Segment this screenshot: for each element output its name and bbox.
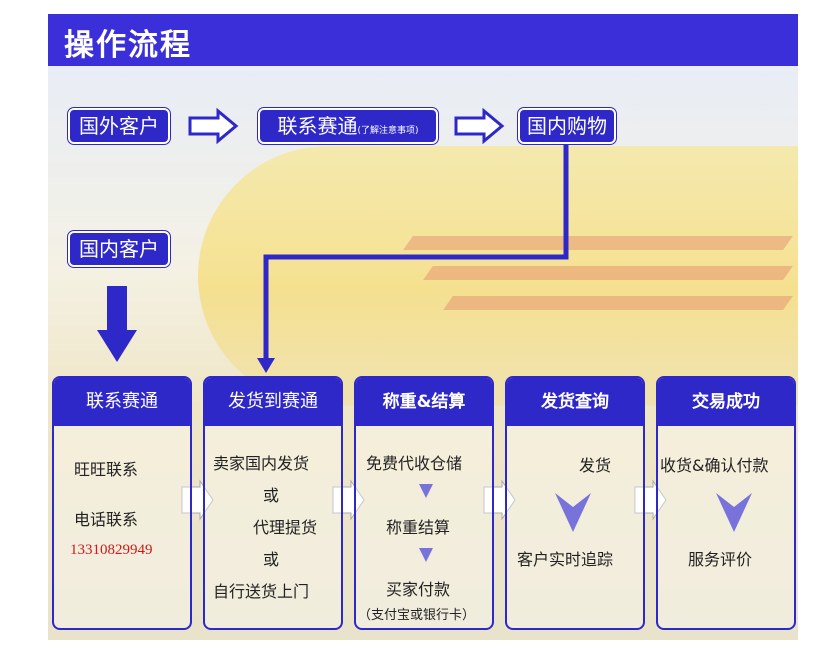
tracking-text: 客户实时追踪 (517, 550, 614, 569)
storage-text: 免费代收仓储 (366, 454, 463, 473)
contact-saitong-label: 联系赛通 (277, 114, 358, 138)
airplane-illustration (198, 146, 798, 406)
ship-text: 发货 (579, 456, 612, 475)
step-arrow-icon (483, 479, 516, 521)
step-arrow-icon (332, 479, 365, 521)
connector-line (263, 142, 569, 362)
panel-query: 发货查询 发货 客户实时追踪 (505, 376, 645, 630)
domestic-shopping-pill: 国内购物 (518, 108, 616, 144)
foreign-customer-label: 国外客户 (79, 114, 159, 138)
panel-title: 交易成功 (658, 378, 794, 426)
ship-option: 卖家国内发货 (213, 454, 310, 473)
or-text: 或 (263, 486, 280, 505)
domestic-shopping-label: 国内购物 (527, 114, 607, 138)
panel-title: 发货查询 (507, 378, 643, 426)
background-photo (48, 66, 798, 640)
title-bar: 操作流程 (48, 14, 798, 66)
step-arrow-icon (634, 479, 667, 521)
contact-note: (了解注意事项) (357, 126, 419, 136)
step-arrow-icon (181, 479, 214, 521)
phone-contact: 电话联系 (74, 510, 139, 529)
small-arrow-down-icon (419, 484, 433, 498)
hollow-arrow-icon (188, 107, 239, 145)
panel-ship: 发货到赛通 卖家国内发货 或 代理提货 或 自行送货上门 (203, 376, 343, 630)
review-text: 服务评价 (688, 550, 753, 569)
hollow-arrow-icon (454, 107, 505, 145)
big-arrow-down-icon (97, 286, 137, 362)
wangwang-contact: 旺旺联系 (74, 460, 139, 479)
panel-title: 发货到赛通 (205, 378, 341, 426)
phone-number: 13310829949 (70, 542, 153, 558)
ship-option: 自行送货上门 (213, 582, 310, 601)
small-arrow-down-icon (419, 548, 433, 562)
domestic-customer-pill: 国内客户 (68, 231, 170, 267)
ship-option: 代理提货 (253, 518, 318, 537)
contact-saitong-pill: 联系赛通(了解注意事项) (258, 108, 438, 144)
payment-note: （支付宝或银行卡） (358, 608, 476, 623)
panel-title: 联系赛通 (54, 378, 190, 426)
foreign-customer-pill: 国外客户 (68, 108, 170, 144)
confirm-payment-text: 收货&确认付款 (660, 456, 769, 475)
domestic-customer-label: 国内客户 (79, 237, 159, 261)
panel-contact: 联系赛通 旺旺联系 电话联系 13310829949 (52, 376, 192, 630)
payment-text: 买家付款 (386, 580, 451, 599)
panel-weigh: 称重&结算 免费代收仓储 称重结算 买家付款 （支付宝或银行卡） (354, 376, 494, 630)
chevron-down-icon (716, 493, 752, 532)
weigh-text: 称重结算 (386, 518, 451, 537)
panel-success: 交易成功 收货&确认付款 服务评价 (656, 376, 796, 630)
panel-title: 称重&结算 (356, 378, 492, 426)
or-text: 或 (263, 550, 280, 569)
page-title: 操作流程 (64, 28, 192, 63)
arrow-down-icon (257, 358, 275, 373)
chevron-down-icon (555, 493, 591, 532)
